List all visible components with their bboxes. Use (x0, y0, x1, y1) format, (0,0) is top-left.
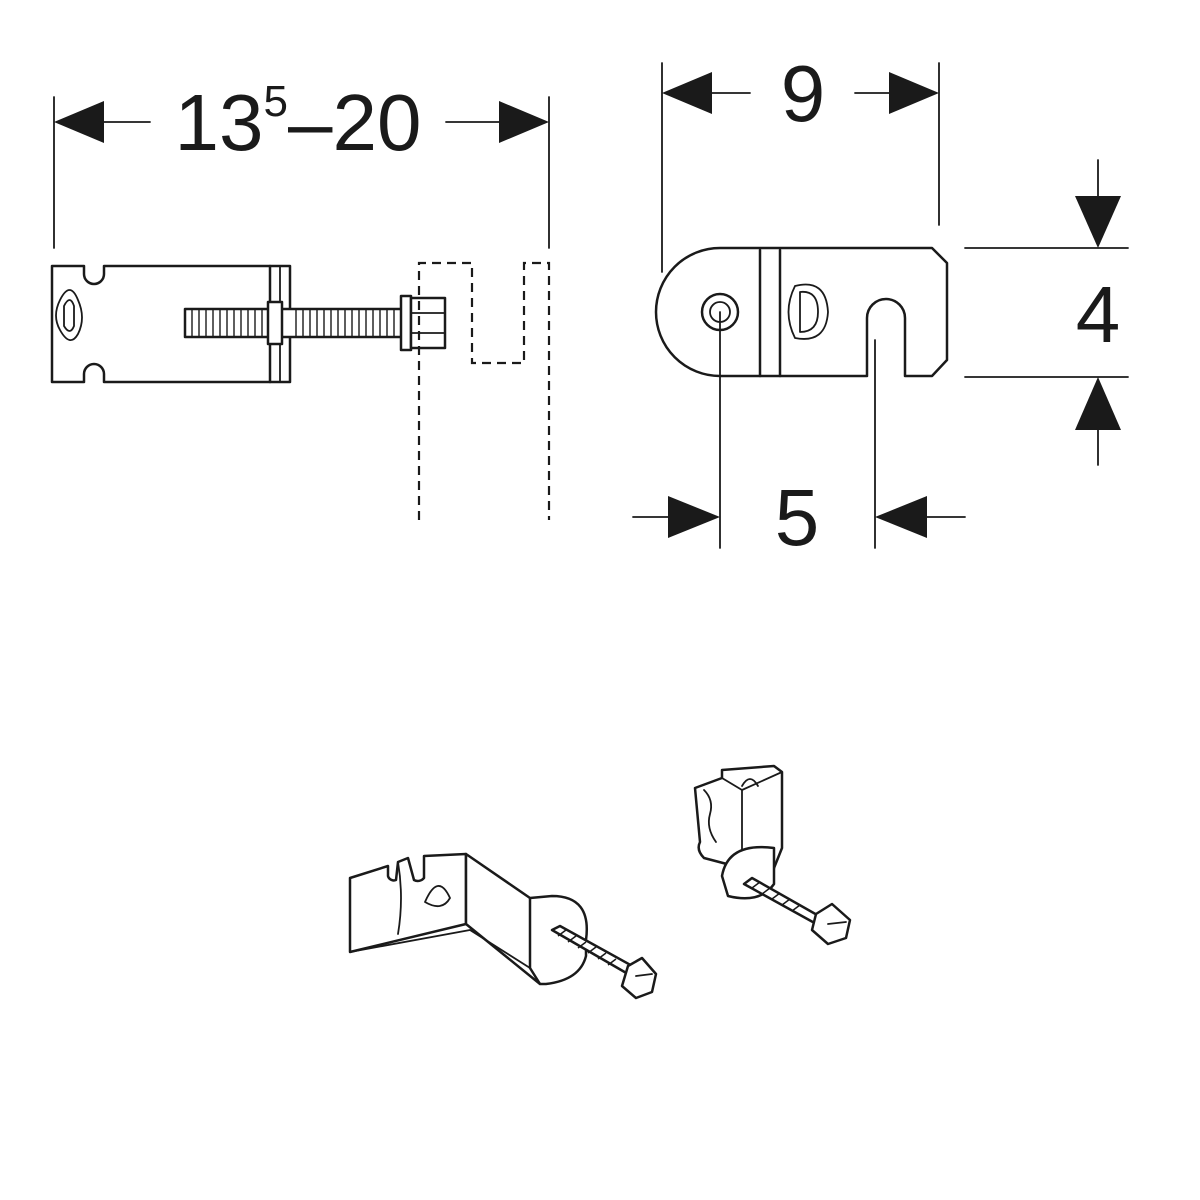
threaded-rod-side (183, 307, 407, 339)
width-9-label: 9 (781, 49, 826, 138)
bracket-base-iso-left (464, 852, 589, 986)
top-view: 9 4 5 (632, 49, 1129, 562)
hex-nut-iso-left (620, 956, 658, 1000)
isometric-bracket-left (348, 852, 658, 1000)
width-5-label: 5 (775, 473, 820, 562)
arrow-9-right-icon (889, 72, 939, 114)
bracket-side-body (50, 264, 292, 384)
arrow-4-bottom-icon (1075, 377, 1121, 430)
arrow-right-icon (499, 101, 549, 143)
drop-hole-iso-left (424, 885, 451, 908)
washer-side (266, 300, 284, 346)
isometric-bracket-right (693, 764, 852, 946)
arrow-5-left-icon (668, 496, 720, 538)
arrow-9-left-icon (662, 72, 712, 114)
bracket-top-plate (654, 246, 949, 378)
washer-nut-side (399, 294, 413, 352)
span-dimension-label: 135–20 (175, 77, 422, 167)
arrow-4-top-icon (1075, 196, 1121, 248)
arrow-left-icon (54, 101, 104, 143)
slotted-plate-iso (348, 852, 468, 954)
side-view: 135–20 (50, 77, 551, 520)
rod-threads (191, 309, 395, 337)
hex-nut-side (409, 296, 447, 350)
drop-hole-iso-right (741, 778, 759, 787)
dashed-profile-outline (417, 261, 551, 520)
drop-hole-top (787, 283, 829, 340)
height-4-label: 4 (1076, 270, 1121, 359)
arrow-5-right-icon (875, 496, 927, 538)
slot-side (55, 289, 83, 341)
